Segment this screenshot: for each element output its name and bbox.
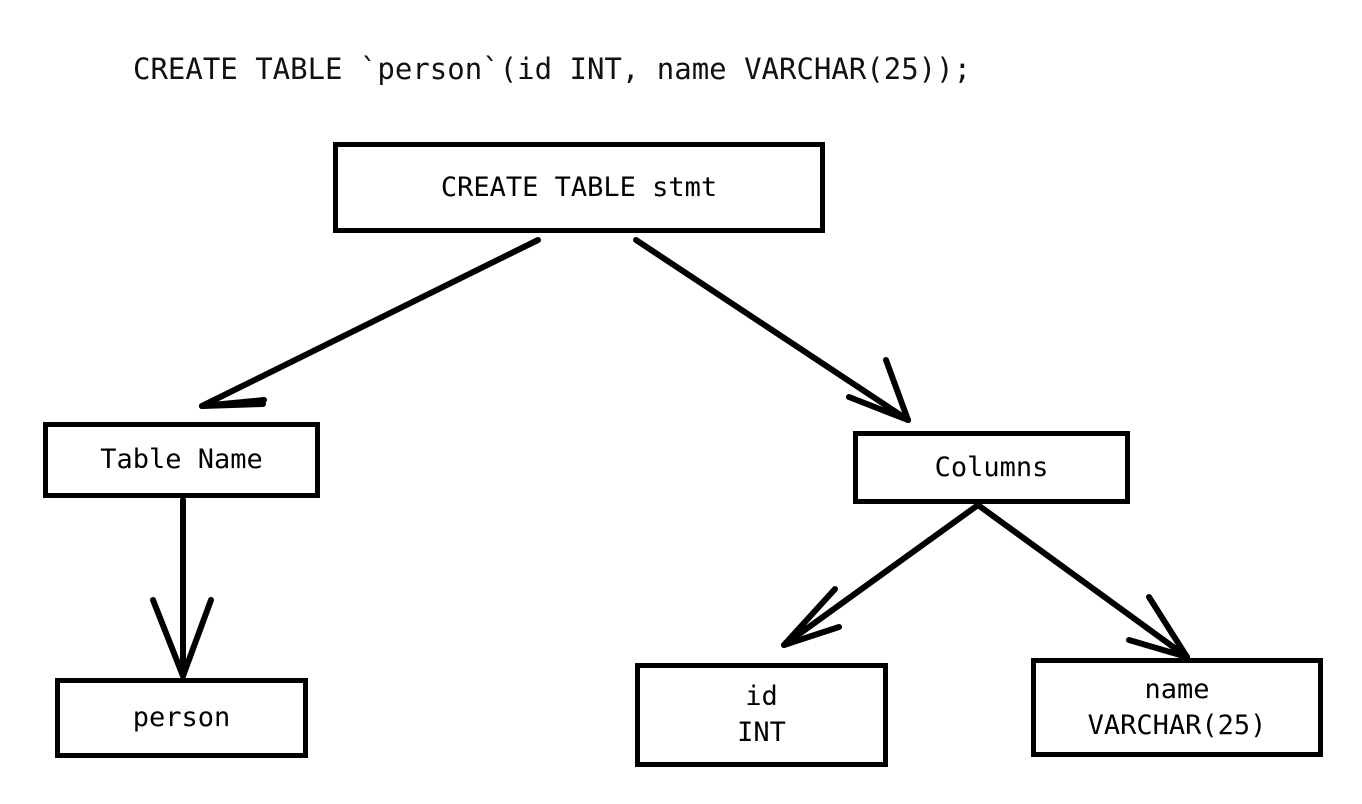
edge-columns-to-col-name (975, 502, 1190, 660)
node-label: Columns (934, 451, 1049, 483)
node-label: CREATE TABLE stmt (440, 171, 718, 203)
edge-table-name-to-person (150, 497, 214, 679)
node-person[interactable]: person (55, 678, 308, 758)
sql-statement-title: CREATE TABLE `person`(id INT, name VARCH… (133, 52, 972, 86)
node-label: Table Name (100, 444, 263, 475)
node-label-name: id (745, 681, 778, 712)
node-column-name[interactable]: name VARCHAR(25) (1031, 658, 1323, 757)
node-label: person (132, 702, 231, 733)
node-label-type: INT (737, 717, 786, 748)
node-label-name: name (1144, 673, 1210, 705)
node-table-name[interactable]: Table Name (43, 422, 320, 498)
node-label-type: VARCHAR(25) (1087, 709, 1267, 741)
edge-root-to-table-name (199, 237, 541, 409)
node-column-id[interactable]: id INT (635, 663, 888, 767)
edge-columns-to-col-id (781, 502, 981, 648)
node-columns[interactable]: Columns (853, 431, 1130, 504)
edge-root-to-columns (633, 237, 911, 423)
node-create-table-stmt[interactable]: CREATE TABLE stmt (333, 142, 825, 233)
